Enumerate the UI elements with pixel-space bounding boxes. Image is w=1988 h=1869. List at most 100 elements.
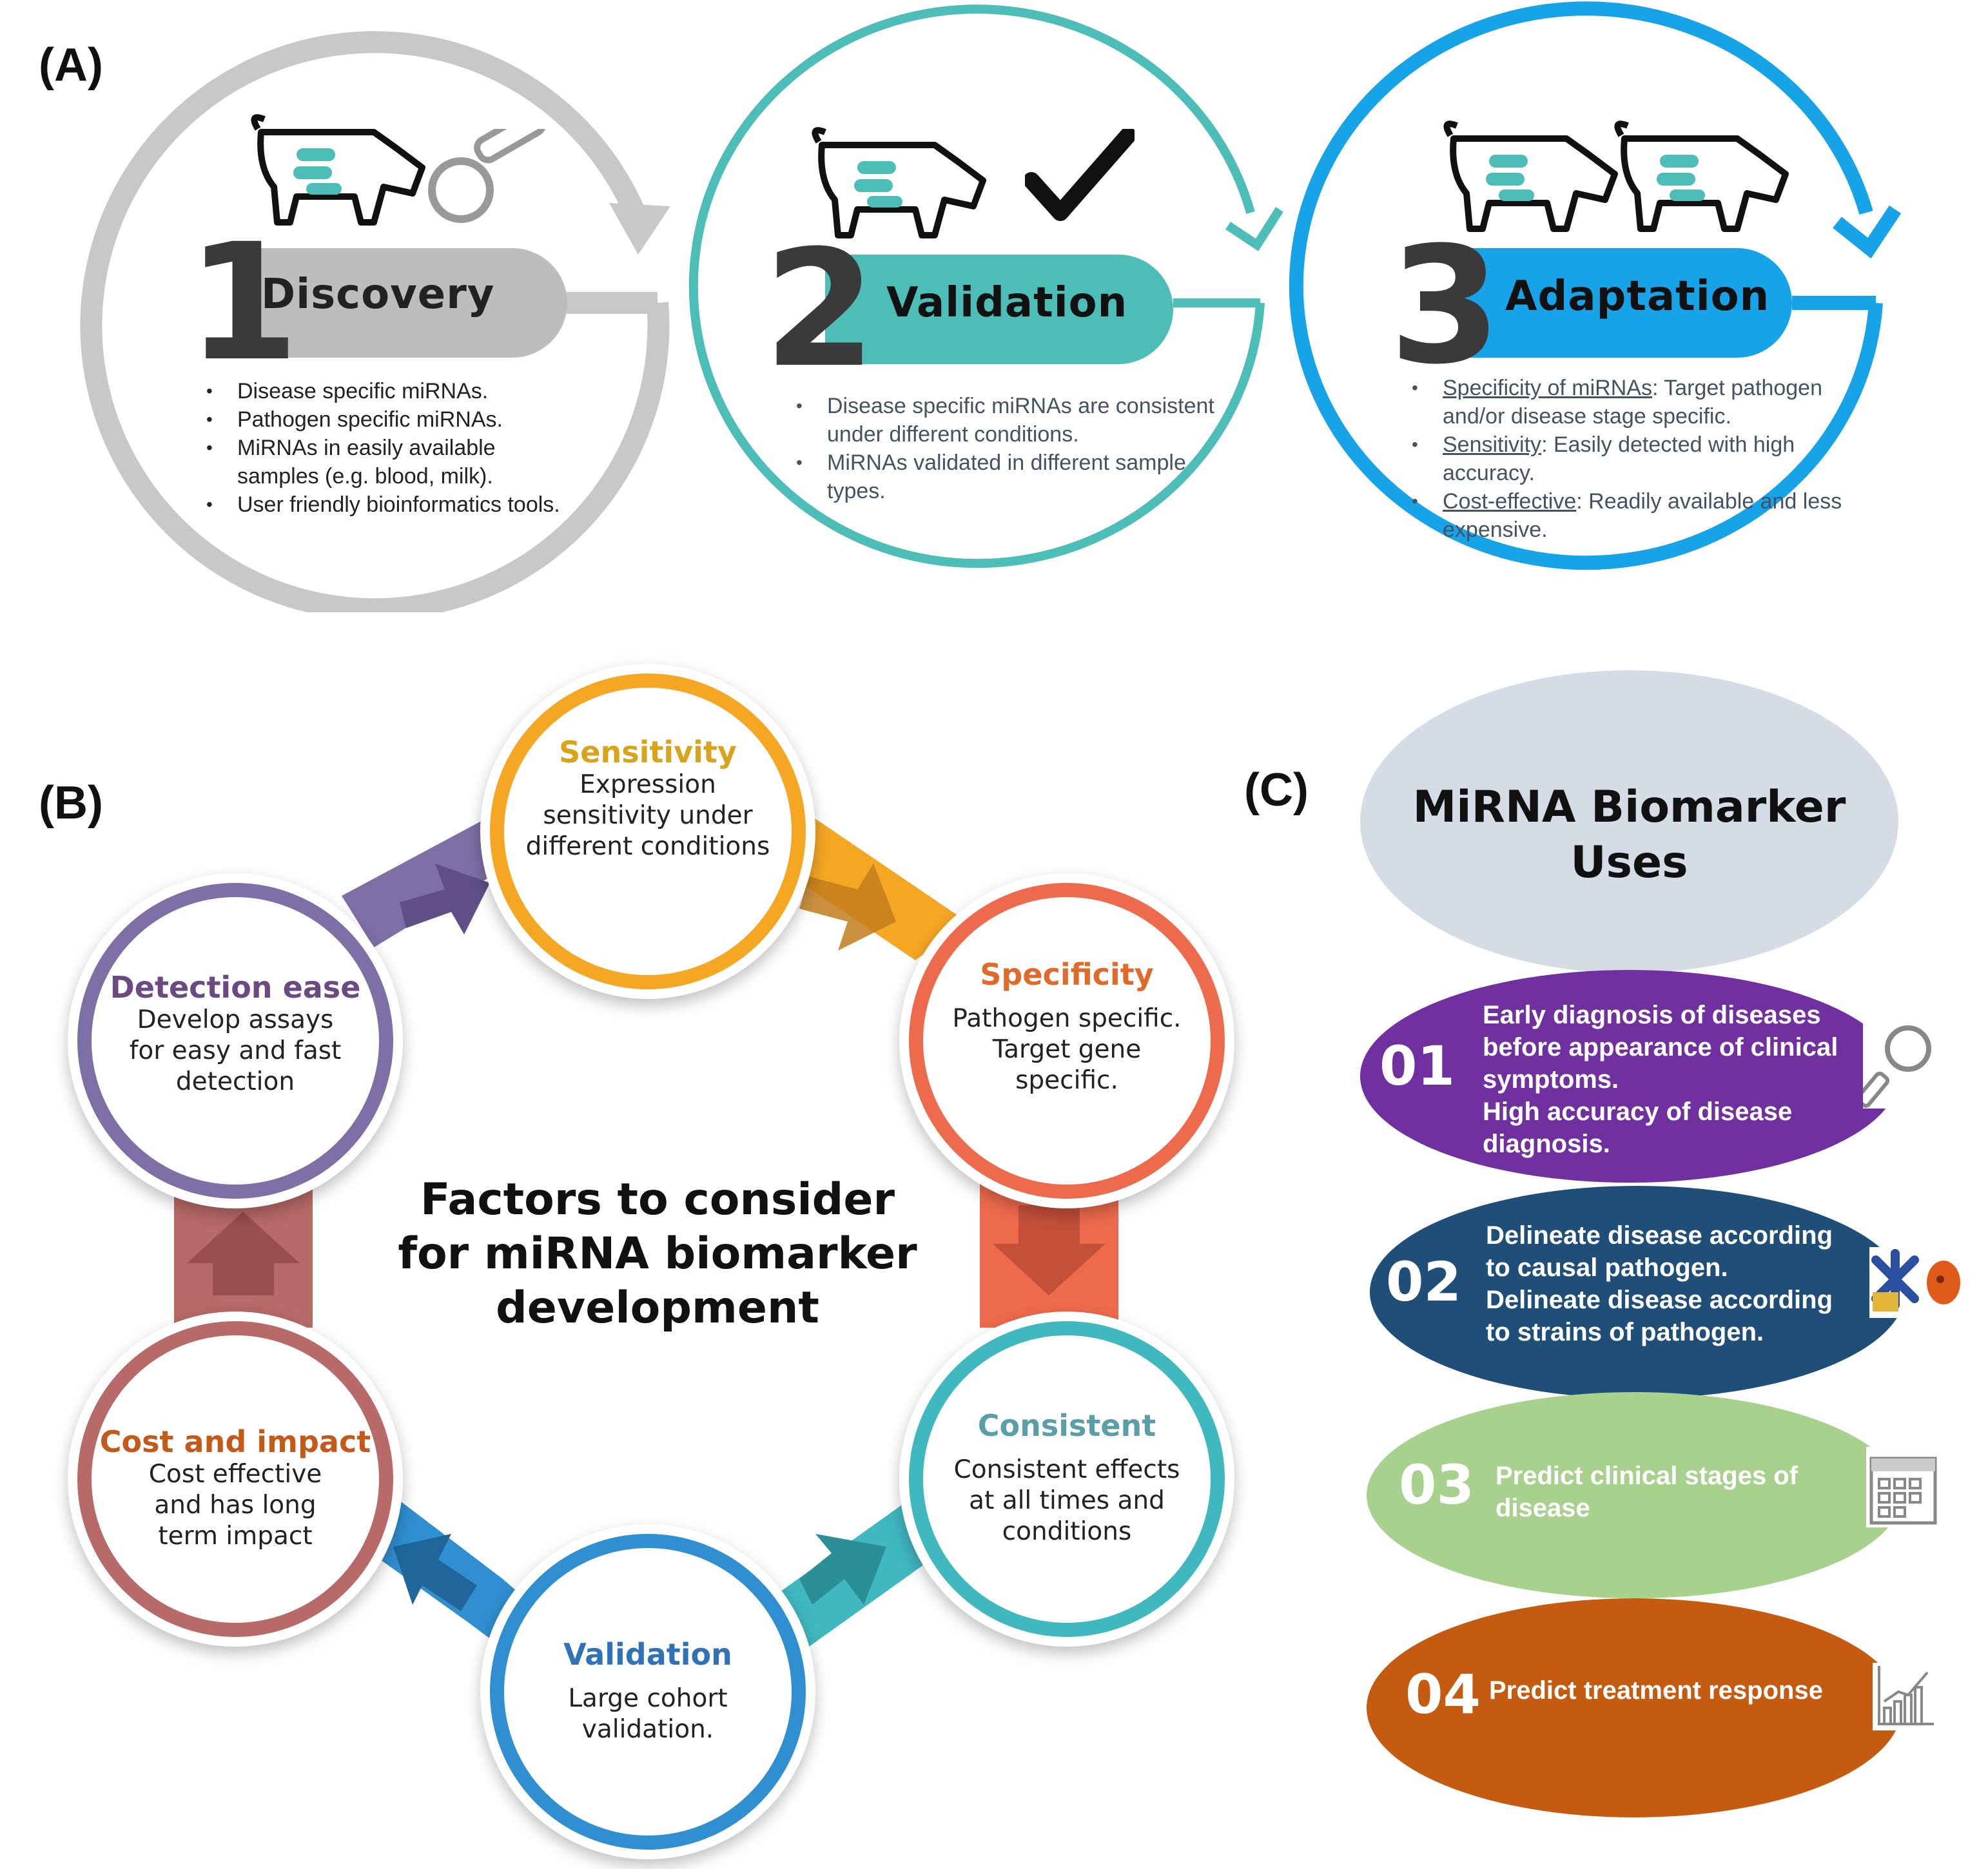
node-desc-line: validation. — [581, 1715, 714, 1744]
header-line: MiRNA Biomarker — [1412, 782, 1846, 833]
node-desc-line: and has long — [154, 1491, 317, 1520]
use-line: symptoms. — [1483, 1065, 1619, 1094]
step-2-bullets: Disease specific miRNAs are consistent u… — [796, 392, 1234, 505]
use-04-number: 04 — [1405, 1663, 1481, 1726]
panel-a-label: (A) — [39, 39, 103, 91]
node-desc-line: different conditions — [525, 832, 770, 861]
discovery-arrowhead-icon — [609, 203, 670, 255]
adaptation-arrowhead-icon — [1833, 205, 1902, 259]
use-line: diagnosis. — [1483, 1130, 1610, 1158]
use-01-text: Early diagnosis of diseases before appea… — [1483, 999, 1869, 1160]
bullet: Disease specific miRNAs are consistent u… — [796, 392, 1234, 449]
step-3-number: 3 — [1389, 212, 1501, 400]
node-validation: Validation Large cohort validation. — [480, 1524, 815, 1859]
step-2-number: 2 — [764, 215, 876, 403]
bullet: Disease specific miRNAs. — [206, 377, 567, 405]
pig-icon — [812, 127, 986, 238]
node-desc-line: specific. — [1015, 1066, 1118, 1095]
biomarker-uses-title: MiRNA Biomarker Uses — [1360, 780, 1898, 891]
factors-center-title: Factors to consider for miRNA biomarker … — [361, 1173, 954, 1335]
use-01-ellipse — [1360, 970, 1898, 1183]
node-detection-ease: Detection ease Develop assays for easy a… — [68, 873, 403, 1208]
step-1-number: 1 — [187, 209, 299, 396]
use-line: Early diagnosis of diseases — [1483, 1001, 1821, 1029]
step-1-title: Discovery — [261, 271, 495, 318]
node-desc-line: Cost effective — [148, 1460, 322, 1489]
validation-cycle-arrow — [688, 5, 1265, 568]
validation-banner — [825, 255, 1173, 364]
bullet-label: Sensitivity — [1443, 432, 1542, 457]
node-title: Validation — [563, 1637, 732, 1672]
panel-c-label: (C) — [1244, 764, 1309, 816]
step-1-bullets: Disease specific miRNAs. Pathogen specif… — [206, 377, 567, 519]
use-02-ellipse — [1370, 1186, 1905, 1399]
node-sensitivity: Sensitivity Expression sensitivity under… — [480, 664, 815, 999]
arrow-down-icon — [993, 1205, 1106, 1295]
use-line: before appearance of clinical — [1483, 1033, 1838, 1061]
discovery-cycle-arrow — [80, 31, 670, 612]
arrow-down-left-icon — [799, 1534, 886, 1605]
bullet-text: : Target pathogen and/or disease stage s… — [1443, 376, 1822, 429]
pathogen-icon — [1869, 1247, 1966, 1318]
use-line: Delineate disease according — [1486, 1221, 1833, 1250]
bar-chart-icon — [1873, 1663, 1937, 1730]
use-line: disease — [1496, 1494, 1590, 1522]
node-desc-line: Pathogen specific. — [952, 1004, 1182, 1033]
arrow-up-icon — [187, 1212, 300, 1295]
use-line: Delineate disease according — [1486, 1286, 1833, 1314]
panel-a-cycle-arrows — [80, 1, 1902, 612]
node-desc-line: detection — [175, 1067, 295, 1096]
use-line: to causal pathogen. — [1486, 1254, 1728, 1282]
magnifier-icon — [428, 129, 547, 223]
node-title: Specificity — [980, 957, 1154, 992]
node-consistent: Consistent Consistent effects at all tim… — [899, 1312, 1234, 1647]
adaptation-banner — [1460, 248, 1792, 358]
pig-icon — [1443, 121, 1618, 232]
node-desc-line: Expression — [580, 770, 716, 799]
node-desc-line: at all times and — [969, 1486, 1165, 1515]
node-desc-line: Consistent effects — [953, 1455, 1180, 1484]
pig-icon — [1614, 121, 1789, 232]
use-02-number: 02 — [1386, 1250, 1461, 1313]
node-title: Consistent — [977, 1408, 1156, 1443]
step-3-bullets: Specificity of miRNAs: Target pathogen a… — [1412, 374, 1876, 544]
bullet-label: Cost-effective — [1443, 489, 1577, 514]
node-desc-line: Large cohort — [568, 1684, 728, 1713]
use-01-number: 01 — [1379, 1034, 1455, 1098]
bullet-text: : Readily available and less expensive. — [1443, 489, 1842, 542]
use-04-ellipse — [1367, 1598, 1902, 1817]
use-line: Predict treatment response — [1489, 1676, 1823, 1705]
node-desc-line: Target gene — [992, 1035, 1142, 1064]
node-cost-and-impact: Cost and impact Cost effective and has l… — [68, 1312, 403, 1647]
use-03-ellipse — [1367, 1392, 1902, 1598]
use-line: Predict clinical stages of — [1496, 1462, 1798, 1490]
biomarker-uses-header — [1360, 670, 1898, 973]
calendar-icon — [1866, 1447, 1940, 1527]
center-title-line: development — [496, 1283, 819, 1333]
node-desc-line: Develop assays — [137, 1005, 334, 1034]
header-line: Uses — [1570, 837, 1688, 888]
bullet: User friendly bioinformatics tools. — [206, 490, 567, 519]
node-title: Sensitivity — [559, 735, 737, 770]
pig-icon — [251, 114, 425, 226]
discovery-banner — [232, 248, 567, 358]
checkmark-icon — [1025, 129, 1135, 221]
node-title: Detection ease — [110, 970, 361, 1005]
use-04-text: Predict treatment response — [1489, 1674, 1876, 1707]
node-desc-line: sensitivity under — [543, 801, 753, 830]
node-specificity: Specificity Pathogen specific. Target ge… — [899, 873, 1234, 1208]
use-02-text: Delineate disease according to causal pa… — [1486, 1219, 1873, 1348]
center-title-line: Factors to consider — [420, 1174, 895, 1225]
panel-b-label: (B) — [39, 777, 103, 829]
use-03-number: 03 — [1399, 1453, 1474, 1516]
bullet: Pathogen specific miRNAs. — [206, 405, 567, 434]
magnifier-icon — [1856, 1022, 1937, 1109]
step-3-title: Adaptation — [1505, 273, 1770, 320]
center-title-line: for miRNA biomarker — [398, 1228, 917, 1279]
bullet-text: : Easily detected with high accuracy. — [1443, 432, 1795, 485]
bullet: Cost-effective: Readily available and le… — [1412, 487, 1876, 544]
node-desc-line: term impact — [158, 1522, 313, 1551]
bullet: MiRNAs in easily available samples (e.g.… — [206, 434, 567, 490]
arrow-up-left-icon — [393, 1534, 477, 1611]
node-desc-line: conditions — [1002, 1517, 1132, 1546]
